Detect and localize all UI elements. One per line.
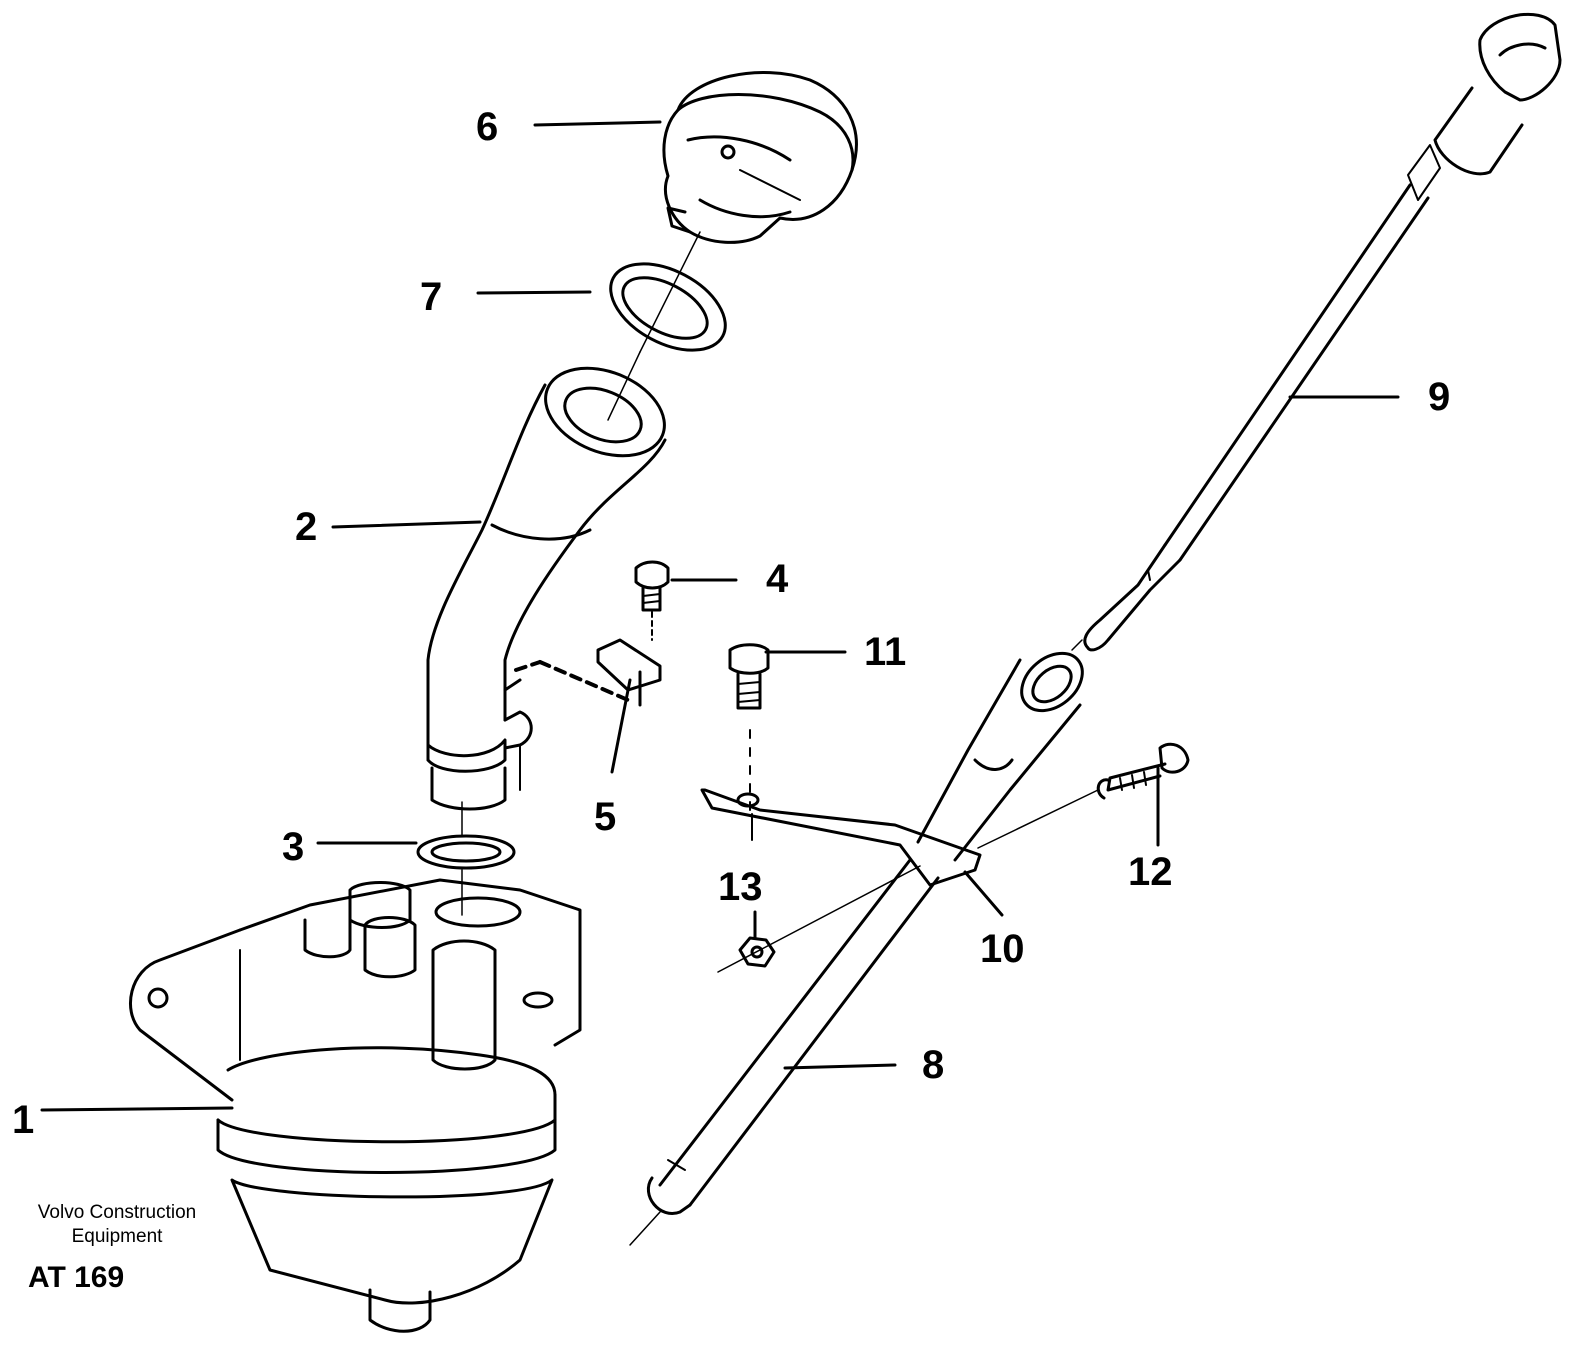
label-part-8: 8 bbox=[922, 1043, 944, 1087]
nut bbox=[738, 936, 776, 968]
label-part-4: 4 bbox=[766, 557, 789, 601]
footer: Volvo Construction Equipment AT 169 bbox=[28, 1202, 196, 1294]
filler-cap bbox=[662, 71, 858, 244]
label-part-9: 9 bbox=[1428, 375, 1450, 419]
sealing-ring-large bbox=[609, 262, 727, 352]
label-part-5: 5 bbox=[594, 795, 616, 839]
label-part-11: 11 bbox=[864, 630, 906, 674]
bolt-bracket bbox=[728, 643, 770, 811]
filter-housing bbox=[129, 878, 582, 1333]
label-part-3: 3 bbox=[282, 825, 304, 869]
clip bbox=[514, 638, 662, 707]
screw-small bbox=[634, 560, 670, 641]
label-part-7: 7 bbox=[420, 275, 442, 319]
filler-pipe bbox=[426, 366, 667, 811]
label-part-1: 1 bbox=[12, 1098, 34, 1142]
label-part-13: 13 bbox=[718, 865, 763, 909]
brand-line-1: Volvo Construction bbox=[38, 1202, 196, 1223]
part-labels: 1 2 3 4 5 6 7 8 9 10 11 12 13 bbox=[12, 105, 1450, 1142]
label-part-6: 6 bbox=[476, 105, 498, 149]
leader-lines bbox=[40, 120, 1400, 1112]
axis-lines bbox=[461, 231, 1099, 1246]
brand-line-2: Equipment bbox=[72, 1226, 164, 1247]
label-part-12: 12 bbox=[1128, 850, 1173, 894]
dipstick-tube bbox=[646, 651, 1084, 1215]
screw-long bbox=[1096, 742, 1190, 800]
label-part-2: 2 bbox=[295, 505, 317, 549]
dipstick bbox=[1083, 12, 1562, 652]
label-part-10: 10 bbox=[980, 927, 1025, 971]
bracket bbox=[700, 788, 982, 887]
drawing-code: AT 169 bbox=[28, 1261, 124, 1294]
sealing-ring-small bbox=[416, 834, 516, 870]
